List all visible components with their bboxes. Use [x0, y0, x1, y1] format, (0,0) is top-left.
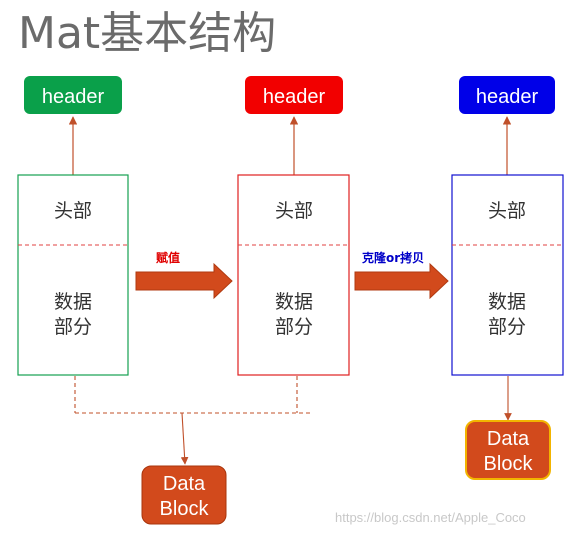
data-label-3a: 数据: [488, 291, 526, 313]
page-title: Mat基本结构: [18, 8, 276, 59]
header-label-2: header: [263, 86, 326, 108]
connector-to-block-arrow: [180, 412, 189, 465]
data-block-1-line2: Block: [160, 498, 210, 520]
data-block-2-line1: Data: [487, 428, 530, 450]
data-block-2: [465, 420, 551, 480]
shared-data-connector: [74, 376, 311, 465]
assign-arrow-label: 赋值: [156, 250, 180, 265]
header-badge-3: [459, 76, 555, 114]
assign-arrow-shape: [135, 262, 233, 300]
mat-box-2: [237, 174, 350, 376]
clone-arrow-shape: [354, 262, 449, 300]
data-block-1-line1: Data: [163, 473, 206, 495]
watermark: https://blog.csdn.net/Apple_Coco: [335, 510, 526, 525]
mat-box-1: [17, 174, 129, 376]
head-label-2: 头部: [275, 200, 313, 222]
mat-1: header 头部 数据 部分: [17, 76, 129, 376]
mat-box-3: [451, 174, 564, 376]
assign-arrow: 赋值: [135, 250, 233, 300]
clone-arrow: 克隆or拷贝: [354, 250, 449, 300]
data-label-1a: 数据: [54, 291, 92, 313]
mat-2: header 头部 数据 部分: [237, 76, 350, 376]
header-label-3: header: [476, 86, 539, 108]
head-label-3: 头部: [488, 200, 526, 222]
data-label-2a: 数据: [275, 291, 313, 313]
data-label-1b: 部分: [54, 316, 92, 338]
clone-arrow-label: 克隆or拷贝: [362, 250, 424, 265]
shared-data-block: Data Block: [141, 465, 227, 525]
data-label-3b: 部分: [488, 316, 526, 338]
header-badge-1: [24, 76, 122, 114]
header-badge-2: [245, 76, 343, 114]
header-label-1: header: [42, 86, 105, 108]
head-label-1: 头部: [54, 200, 92, 222]
data-block-1: [141, 465, 227, 525]
copied-data-block: Data Block: [465, 376, 551, 480]
mat-3: header 头部 数据 部分: [451, 76, 564, 376]
data-label-2b: 部分: [275, 316, 313, 338]
data-block-2-line2: Block: [484, 453, 534, 475]
